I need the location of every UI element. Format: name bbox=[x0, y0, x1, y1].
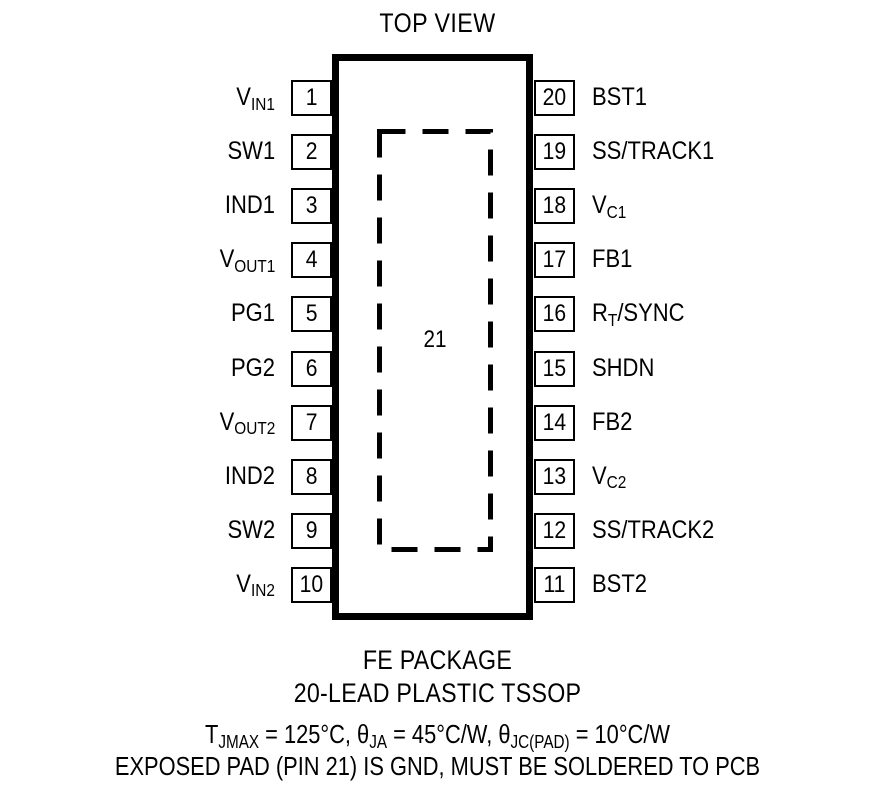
package-name-line-1: FE PACKAGE bbox=[362, 645, 513, 675]
tjmax-value: = 125°C, bbox=[259, 719, 358, 749]
pin-row-19: 19 SS/TRACK1 bbox=[0, 134, 875, 171]
theta-ja-symbol: θ bbox=[357, 719, 370, 749]
left-pin-number-9: 9 bbox=[291, 512, 332, 549]
right-pin-label-20: BST1 bbox=[592, 83, 648, 111]
left-pin-label-3: IND1 bbox=[224, 191, 275, 220]
pin-row-1: 1 VIN1 bbox=[0, 80, 875, 116]
left-pin-label-4: VOUT1 bbox=[219, 245, 275, 276]
right-pin-label-13: VC2 bbox=[592, 461, 627, 493]
right-pin-number-16: 16 bbox=[534, 296, 575, 333]
thermal-resistance-line: TJMAX = 125°C, θJA = 45°C/W, θJC(PAD) = … bbox=[70, 718, 805, 752]
left-pin-label-1: VIN1 bbox=[236, 83, 275, 114]
left-pin-label-2: SW1 bbox=[227, 137, 275, 166]
left-pin-number-10: 10 bbox=[291, 566, 332, 603]
left-pin-number-1: 1 bbox=[291, 80, 332, 116]
right-pin-label-16: RT/SYNC bbox=[592, 299, 685, 330]
package-body-outline bbox=[332, 54, 533, 620]
pin-row-11: 11 BST2 bbox=[0, 566, 875, 603]
pin-row-8: 8 IND2 bbox=[0, 458, 875, 495]
pin-row-3: 3 IND1 bbox=[0, 188, 875, 225]
thermal-info-block: TJMAX = 125°C, θJA = 45°C/W, θJC(PAD) = … bbox=[0, 718, 875, 782]
pin-row-12: 12 SS/TRACK2 bbox=[0, 512, 875, 549]
right-pin-number-18: 18 bbox=[534, 188, 575, 225]
left-pin-number-6: 6 bbox=[291, 350, 332, 387]
pin-row-9: 9 SW2 bbox=[0, 512, 875, 549]
theta-jc-subscript: JC(PAD) bbox=[510, 731, 570, 752]
pin-row-5: 5 PG1 bbox=[0, 296, 875, 333]
theta-ja-value: = 45°C/W, bbox=[387, 719, 499, 749]
left-pin-label-8: IND2 bbox=[224, 461, 275, 490]
left-pin-number-8: 8 bbox=[291, 458, 332, 495]
pin-row-20: 20 BST1 bbox=[0, 80, 875, 116]
right-pin-number-19: 19 bbox=[534, 134, 575, 171]
package-name-block: FE PACKAGE 20-LEAD PLASTIC TSSOP bbox=[0, 644, 875, 710]
pin-row-2: 2 SW1 bbox=[0, 134, 875, 171]
pin-row-15: 15 SHDN bbox=[0, 350, 875, 387]
left-pin-label-6: PG2 bbox=[230, 353, 275, 382]
right-pin-label-12: SS/TRACK2 bbox=[592, 515, 715, 544]
left-pin-number-3: 3 bbox=[291, 188, 332, 225]
theta-jc-value: = 10°C/W bbox=[569, 719, 671, 749]
theta-jc-symbol: θ bbox=[498, 719, 511, 749]
pin-row-6: 6 PG2 bbox=[0, 350, 875, 387]
right-pin-label-15: SHDN bbox=[592, 353, 655, 382]
pin-row-18: 18 VC1 bbox=[0, 188, 875, 225]
right-pin-label-14: FB2 bbox=[592, 407, 633, 436]
left-pin-number-2: 2 bbox=[291, 134, 332, 171]
left-pin-label-7: VOUT2 bbox=[219, 407, 275, 439]
right-pin-label-18: VC1 bbox=[592, 191, 627, 222]
right-pin-number-14: 14 bbox=[534, 404, 575, 441]
left-pin-label-10: VIN2 bbox=[236, 569, 275, 601]
pin-row-14: 14 FB2 bbox=[0, 404, 875, 441]
right-pin-label-11: BST2 bbox=[592, 569, 648, 598]
right-pin-label-19: SS/TRACK1 bbox=[592, 137, 715, 166]
package-name-line-2: 20-LEAD PLASTIC TSSOP bbox=[293, 678, 582, 708]
exposed-pad-outline bbox=[377, 129, 493, 552]
pin-row-17: 17 FB1 bbox=[0, 242, 875, 279]
right-pin-number-17: 17 bbox=[534, 242, 575, 279]
right-pin-number-11: 11 bbox=[534, 566, 575, 603]
exposed-pad-note: EXPOSED PAD (PIN 21) IS GND, MUST BE SOL… bbox=[114, 751, 761, 781]
top-view-title: TOP VIEW bbox=[379, 8, 496, 38]
pin-row-16: 16 RT/SYNC bbox=[0, 296, 875, 333]
left-pin-label-9: SW2 bbox=[227, 515, 275, 544]
right-pin-number-15: 15 bbox=[534, 350, 575, 387]
left-pin-number-5: 5 bbox=[291, 296, 332, 333]
tjmax-symbol: T bbox=[204, 719, 219, 749]
left-pin-number-7: 7 bbox=[291, 404, 332, 441]
right-pin-number-12: 12 bbox=[534, 512, 575, 549]
exposed-pad-number: 21 bbox=[423, 326, 447, 353]
theta-ja-subscript: JA bbox=[369, 731, 388, 752]
pin-row-4: 4 VOUT1 bbox=[0, 242, 875, 279]
tjmax-subscript: JMAX bbox=[218, 731, 260, 752]
pin-row-10: 10 VIN2 bbox=[0, 566, 875, 603]
right-pin-number-20: 20 bbox=[534, 80, 575, 116]
pin-row-13: 13 VC2 bbox=[0, 458, 875, 495]
pin-row-7: 7 VOUT2 bbox=[0, 404, 875, 441]
left-pin-label-5: PG1 bbox=[230, 299, 275, 328]
right-pin-number-13: 13 bbox=[534, 458, 575, 495]
right-pin-label-17: FB1 bbox=[592, 245, 633, 274]
left-pin-number-4: 4 bbox=[291, 242, 332, 279]
